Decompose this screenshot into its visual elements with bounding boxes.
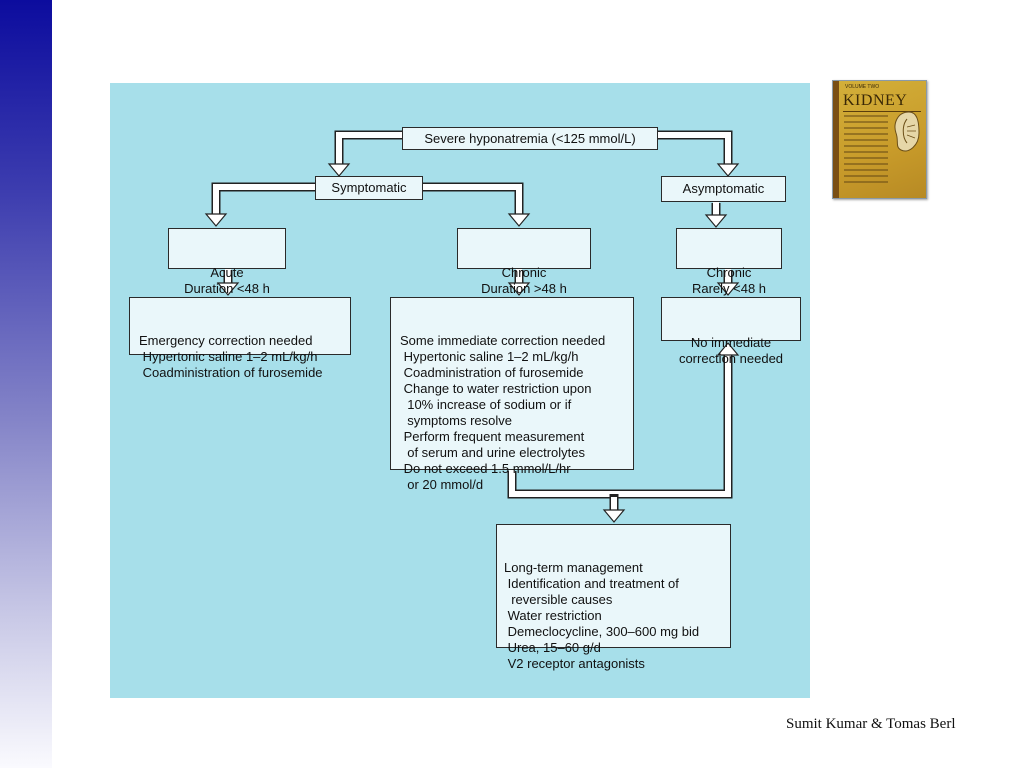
flowchart-panel: Severe hyponatremia (<125 mmol/L) Sympto… [110,83,810,698]
node-severe-hyponatremia: Severe hyponatremia (<125 mmol/L) [402,127,658,150]
book-spine [833,81,839,198]
book-title: KIDNEY [843,92,908,109]
node-symptomatic: Symptomatic [315,176,423,200]
book-rule [843,111,921,112]
side-gradient-bar [0,0,52,768]
node-asymptomatic: Asymptomatic [661,176,786,202]
kidney-book-cover: VOLUME TWO KIDNEY [832,80,927,199]
node-long-term-management: Long-term management Identification and … [496,524,731,671]
node-emergency-correction: Emergency correction needed Hypertonic s… [129,297,351,380]
arrow-symptomatic-to-chronic [423,182,524,216]
kidney-icon [894,111,920,152]
author-credit: Sumit Kumar & Tomas Berl [786,716,956,732]
arrow-root-to-symptomatic [334,130,402,166]
book-text-lines [844,115,888,187]
arrow-symptomatic-to-acute [211,182,315,216]
node-immediate-correction: Some immediate correction needed Hyperto… [390,297,634,492]
flowchart-arrows [204,130,740,523]
arrow-root-to-asymptomatic [658,130,733,166]
book-volume-label: VOLUME TWO [845,84,880,90]
